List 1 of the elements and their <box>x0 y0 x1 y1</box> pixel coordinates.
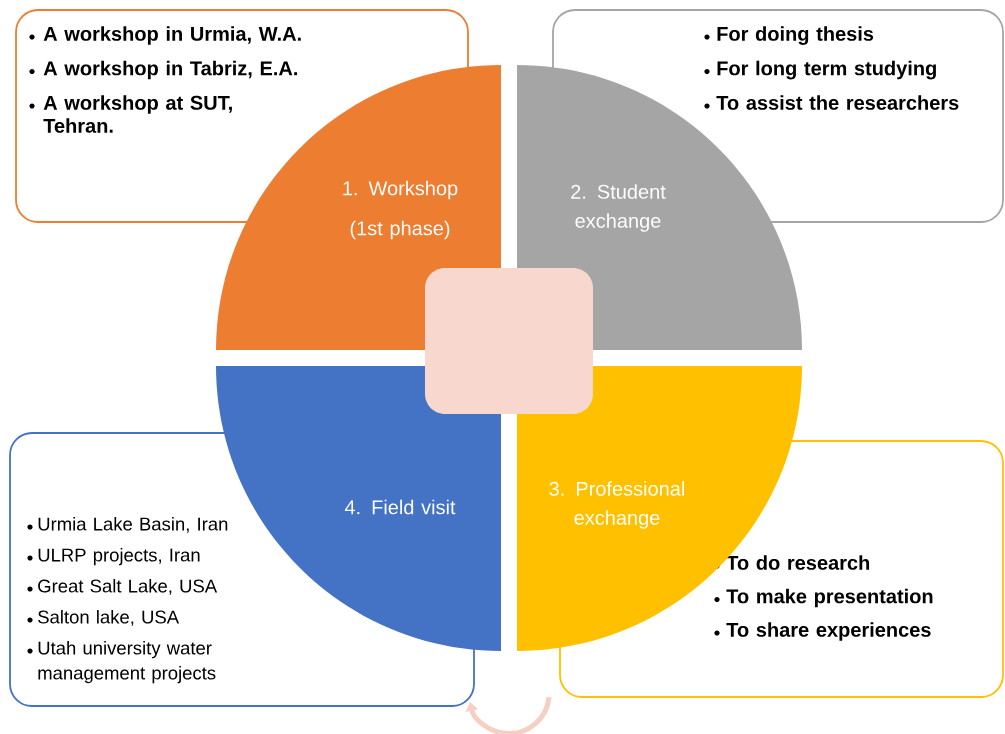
center-square <box>425 268 593 414</box>
